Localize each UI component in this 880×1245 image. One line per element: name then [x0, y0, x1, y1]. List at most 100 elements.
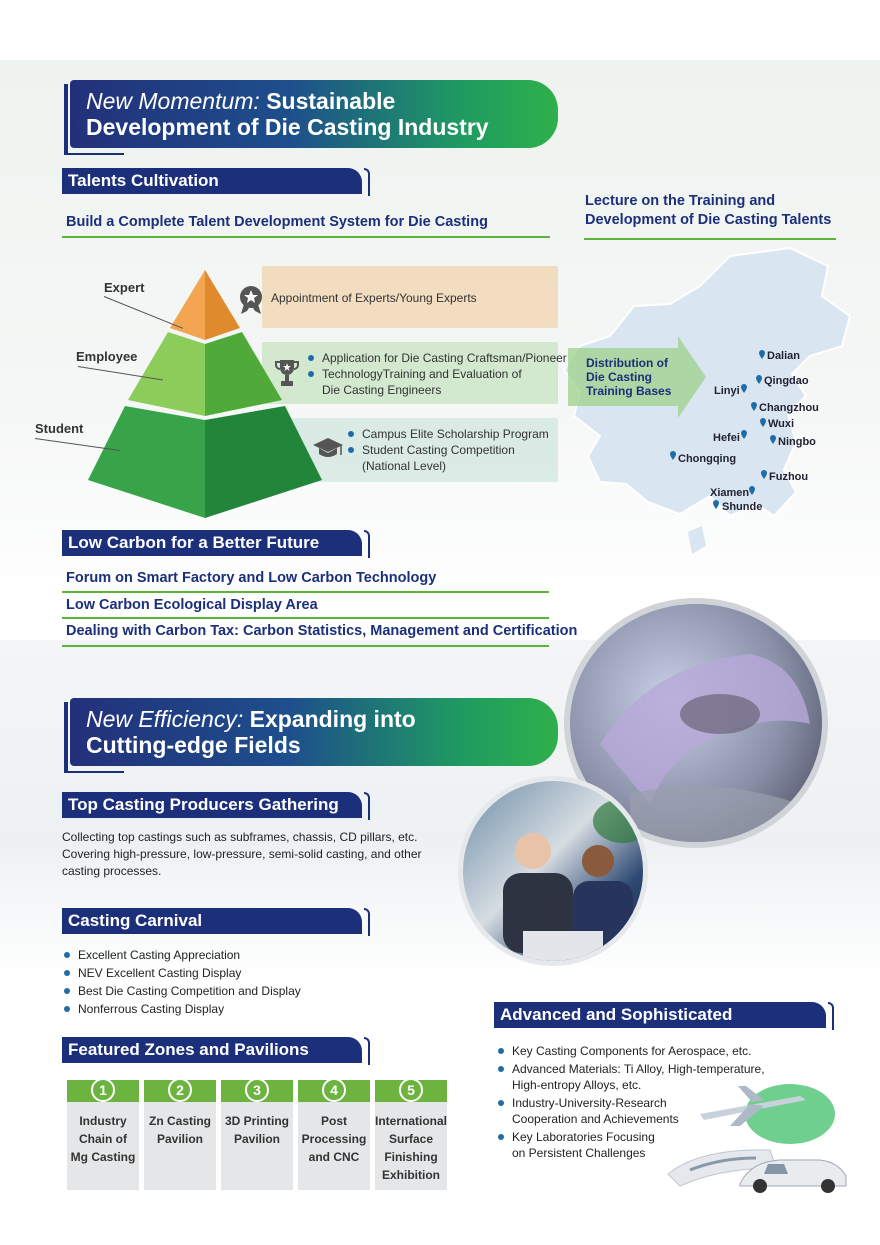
zone-card-4: 4 Post Processing and CNC: [298, 1078, 370, 1190]
section-casting-carnival: Casting Carnival: [62, 908, 370, 936]
section-low-carbon: Low Carbon for a Better Future: [62, 530, 370, 558]
advanced-item-2-text: Advanced Materials: Ti Alloy, High-tempe…: [512, 1062, 765, 1076]
city-shunde: Shunde: [722, 501, 763, 513]
banner-accent-bar: [64, 84, 68, 154]
producers-text: Collecting top castings such as subframe…: [62, 829, 422, 880]
zone-label: International Surface Finishing Exhibiti…: [375, 1112, 447, 1184]
city-xiamen: Xiamen: [710, 487, 750, 499]
train-icon: [667, 1149, 777, 1187]
map-pin-icon: [770, 435, 776, 444]
label-student: Student: [35, 421, 84, 436]
zone-card-3: 3 3D Printing Pavilion: [221, 1078, 293, 1190]
advanced-item-2: Advanced Materials: Ti Alloy, High-tempe…: [498, 1061, 778, 1093]
advanced-item-3-text: Industry-University-Research: [512, 1096, 667, 1110]
talents-rule: [62, 236, 550, 238]
producers-line-1: Collecting top castings such as subframe…: [62, 830, 418, 844]
zone-card-5: 5 International Surface Finishing Exhibi…: [375, 1078, 447, 1190]
meeting-photo: [458, 776, 648, 966]
low-carbon-rule-1: [62, 591, 549, 593]
talent-pyramid: [88, 270, 322, 518]
employee-item-1: Application for Die Casting Craftsman/Pi…: [308, 350, 567, 366]
city-ningbo: Ningbo: [778, 436, 816, 448]
distribution-arrow: [568, 336, 706, 418]
low-carbon-item-3: Dealing with Carbon Tax: Carbon Statisti…: [66, 623, 578, 639]
city-hefei: Hefei: [713, 432, 740, 444]
banner-bold-a: Sustainable: [266, 88, 396, 114]
zone-4-line-1: Post: [320, 1114, 347, 1128]
low-carbon-item-1: Forum on Smart Factory and Low Carbon Te…: [66, 570, 437, 586]
zone-number: 1: [91, 1078, 115, 1102]
pyramid-tier-expert-right: [205, 270, 240, 340]
distribution-a: Distribution of: [586, 356, 668, 370]
employee-item-2-cont: Die Casting Engineers: [322, 383, 442, 397]
zone-5-line-3: Finishing: [384, 1150, 438, 1164]
city-linyi: Linyi: [714, 385, 740, 397]
pyramid-tier-employee-left: [128, 332, 205, 416]
distribution-label: Distribution of Die Casting Training Bas…: [586, 356, 671, 398]
map-pin-icon: [749, 486, 755, 495]
city-chongqing: Chongqing: [678, 453, 737, 465]
trophy-icon: [275, 360, 299, 386]
banner2-bold-b: Cutting-edge Fields: [86, 732, 301, 758]
producers-line-2: Covering high-pressure, low-pressure, se…: [62, 847, 422, 861]
map-pin-icon: [670, 451, 676, 460]
zone-label: Post Processing and CNC: [298, 1112, 370, 1166]
zone-1-line-1: Industry: [79, 1114, 127, 1128]
distribution-b: Die Casting: [586, 370, 653, 384]
label-employee: Employee: [76, 349, 138, 364]
zone-5-line-4: Exhibition: [382, 1168, 440, 1182]
expert-row: [262, 266, 558, 328]
zone-3-line-1: 3D Printing: [224, 1114, 289, 1128]
banner2-underline: [64, 771, 124, 773]
banner2-italic: New Efficiency:: [86, 706, 244, 732]
advanced-item-2-text-cont: High-entropy Alloys, etc.: [512, 1078, 642, 1092]
momentum-banner: New Momentum: Sustainable Development of…: [70, 80, 558, 148]
lecture-title-b: Development of Die Casting Talents: [585, 212, 832, 228]
carnival-item-1: Excellent Casting Appreciation: [64, 947, 301, 963]
airplane-icon: [700, 1086, 806, 1126]
student-items: Campus Elite Scholarship Program Student…: [348, 426, 549, 474]
zone-number: 2: [168, 1078, 192, 1102]
banner-underline: [64, 153, 124, 155]
vehicles-illustration: [667, 1084, 847, 1193]
green-swoosh: [745, 1084, 835, 1144]
carnival-list: Excellent Casting Appreciation NEV Excel…: [64, 947, 301, 1019]
lecture-rule: [584, 238, 836, 240]
employee-items: Application for Die Casting Craftsman/Pi…: [308, 350, 567, 398]
zone-4-line-3: and CNC: [308, 1150, 360, 1164]
advanced-item-1: Key Casting Components for Aerospace, et…: [498, 1043, 778, 1059]
pyramid-tier-student-right: [205, 406, 322, 518]
meeting-people: [503, 799, 643, 961]
pyramid-tier-employee-right: [205, 332, 282, 416]
zone-5-line-2: Surface: [388, 1132, 434, 1146]
banner-italic: New Momentum:: [86, 88, 260, 114]
banner2-bold-a: Expanding into: [249, 706, 416, 732]
student-item-2: Student Casting Competition: [348, 442, 549, 458]
city-dalian: Dalian: [767, 350, 801, 362]
section-advanced-application: Advanced and Sophisticated Application: [494, 1002, 834, 1050]
map-pin-icon: [760, 418, 766, 427]
zone-number: 4: [322, 1078, 346, 1102]
map-pin-icon: [761, 470, 767, 479]
banner-bold-b: Development of Die Casting Industry: [86, 114, 489, 140]
advanced-item-4: Key Laboratories Focusing on Persistent C…: [498, 1129, 778, 1161]
carnival-item-3: Best Die Casting Competition and Display: [64, 983, 301, 999]
advanced-item-4-text-cont: on Persistent Challenges: [512, 1146, 646, 1160]
advanced-item-4-text: Key Laboratories Focusing: [512, 1130, 655, 1144]
advanced-item-1-text: Key Casting Components for Aerospace, et…: [512, 1044, 752, 1058]
low-carbon-item-2: Low Carbon Ecological Display Area: [66, 597, 318, 613]
label-expert: Expert: [104, 280, 145, 295]
efficiency-banner: New Efficiency: Expanding into Cutting-e…: [70, 698, 558, 766]
map-pin-icon: [741, 430, 747, 439]
zone-4-line-2: Processing: [301, 1132, 367, 1146]
casting-part-photo: [564, 598, 828, 848]
car-icon: [739, 1159, 847, 1193]
city-fuzhou: Fuzhou: [769, 471, 809, 483]
student-item-1: Campus Elite Scholarship Program: [348, 426, 549, 442]
section-top-producers: Top Casting Producers Gathering: [62, 792, 370, 820]
city-qingdao: Qingdao: [764, 375, 809, 387]
section-featured-zones: Featured Zones and Pavilions: [62, 1037, 370, 1065]
award-badge-icon: [240, 286, 262, 314]
lecture-title: Lecture on the Training and Development …: [585, 192, 831, 230]
